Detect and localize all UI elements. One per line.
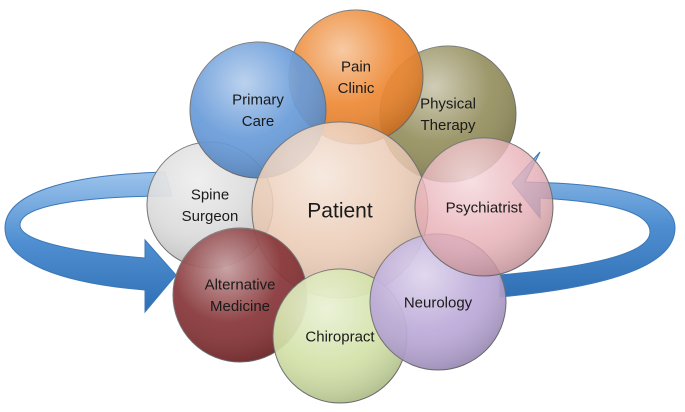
node-pain-clinic-label-line: Clinic: [338, 80, 375, 97]
node-pain-clinic-label-line: Pain: [341, 58, 371, 75]
patient-label: Patient: [307, 199, 373, 222]
node-psychiatrist: Psychiatrist: [414, 137, 554, 277]
node-physical-therapy-label-line: Physical: [420, 95, 476, 112]
node-patient-gloss: [252, 122, 428, 298]
node-physical-therapy-label-line: Therapy: [420, 117, 476, 134]
cycle-arrow-left: [4, 171, 177, 314]
node-chiropract-label-line: Chiropract: [305, 328, 375, 345]
node-psychiatrist-gloss: [415, 138, 553, 276]
node-spine-surgeon-label-line: Spine: [191, 186, 229, 203]
node-alternative-medicine-label-line: Alternative: [205, 276, 276, 293]
node-neurology-label-line: Neurology: [404, 294, 473, 311]
node-primary-care-label-line: Care: [242, 113, 275, 130]
node-psychiatrist-label-line: Psychiatrist: [446, 199, 524, 216]
node-spine-surgeon-label-line: Surgeon: [182, 208, 239, 225]
node-alternative-medicine-label-line: Medicine: [210, 298, 270, 315]
node-primary-care-label-line: Primary: [232, 91, 284, 108]
